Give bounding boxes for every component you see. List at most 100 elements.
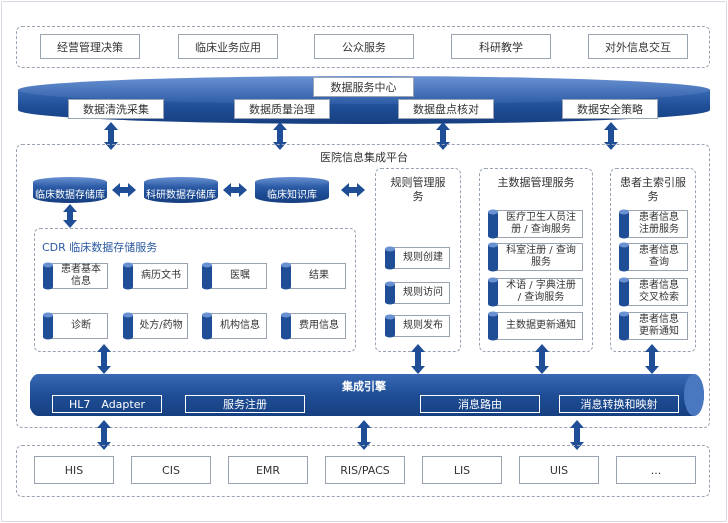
cdr-service-box: [34, 228, 356, 352]
source-system-0[interactable]: HIS: [34, 456, 114, 484]
cdr-item-7-label: 费用信息: [299, 320, 339, 331]
patient-index-item-1-cylinder-icon: [619, 242, 629, 272]
cdr-item-3-cylinder-icon: [281, 262, 291, 290]
engine-message-transform[interactable]: 消息转换和映射: [559, 395, 679, 413]
cdr-item-5-label: 处方/药物: [139, 320, 183, 331]
patient-index-title: 患者主索引服务: [620, 176, 686, 203]
master-data-item-3-label: 主数据更新通知: [506, 320, 576, 331]
clinical-data-repo-cylinder[interactable]: [32, 176, 108, 204]
engine-title: 集成引擎: [342, 380, 386, 393]
arrows-engine-systems: [97, 420, 584, 450]
data-center-item-quality[interactable]: 数据质量治理: [234, 99, 330, 119]
top-item-clinical-apps[interactable]: 临床业务应用: [178, 34, 278, 59]
rule-item-0-label: 规则创建: [403, 252, 443, 263]
patient-index-item-3[interactable]: 患者信息更新通知: [622, 312, 688, 340]
data-center-item-cleaning[interactable]: 数据清洗采集: [68, 99, 164, 119]
arrow-clinical-to-cdr: [63, 204, 77, 228]
rule-item-0-cylinder-icon: [385, 246, 395, 270]
data-center-item-inventory[interactable]: 数据盘点核对: [398, 99, 494, 119]
research-data-repo-cylinder[interactable]: [143, 176, 219, 204]
rule-item-2[interactable]: 规则发布: [388, 315, 450, 337]
source-system-2[interactable]: EMR: [228, 456, 308, 484]
rule-item-1[interactable]: 规则访问: [388, 282, 450, 304]
cdr-item-4-cylinder-icon: [43, 312, 53, 340]
engine-service-registry[interactable]: 服务注册: [185, 395, 305, 413]
engine-message-routing[interactable]: 消息路由: [420, 395, 540, 413]
source-system-6[interactable]: ...: [616, 456, 696, 484]
master-data-item-1-cylinder-icon: [488, 242, 498, 272]
cdr-item-4[interactable]: 诊断: [46, 313, 108, 339]
master-data-item-1-label: 科室注册 / 查询服务: [506, 245, 576, 268]
patient-index-item-3-label: 患者信息更新通知: [639, 314, 679, 337]
cdr-item-1[interactable]: 病历文书: [126, 263, 188, 289]
patient-index-item-3-cylinder-icon: [619, 311, 629, 341]
top-item-public-service[interactable]: 公众服务: [314, 34, 414, 59]
patient-index-item-0-cylinder-icon: [619, 209, 629, 239]
master-data-item-2-label: 术语 / 字典注册 / 查询服务: [506, 280, 576, 303]
rule-item-0[interactable]: 规则创建: [388, 247, 450, 269]
cdr-item-2[interactable]: 医嘱: [205, 263, 267, 289]
master-data-item-2[interactable]: 术语 / 字典注册 / 查询服务: [491, 278, 583, 306]
cdr-item-0-cylinder-icon: [43, 262, 53, 290]
top-item-external-exchange[interactable]: 对外信息交互: [588, 34, 688, 59]
cdr-item-3[interactable]: 结果: [284, 263, 346, 289]
top-item-business-decision[interactable]: 经营管理决策: [40, 34, 140, 59]
rule-item-2-cylinder-icon: [385, 314, 395, 338]
cdr-title: CDR 临床数据存储服务: [42, 241, 158, 254]
patient-index-item-0[interactable]: 患者信息注册服务: [622, 210, 688, 238]
rule-item-2-label: 规则发布: [403, 320, 443, 331]
db-label-clinical: 临床数据存储库: [35, 190, 105, 201]
cdr-item-6-label: 机构信息: [220, 320, 260, 331]
cdr-item-7[interactable]: 费用信息: [284, 313, 346, 339]
engine-hl7-adapter[interactable]: HL7 Adapter: [52, 395, 162, 413]
arrows-platform-engine: [97, 344, 659, 374]
patient-index-item-1[interactable]: 患者信息查询: [622, 243, 688, 271]
source-systems-row: [16, 445, 710, 497]
rule-item-1-cylinder-icon: [385, 281, 395, 305]
master-data-item-1[interactable]: 科室注册 / 查询服务: [491, 243, 583, 271]
top-app-row: [16, 26, 710, 68]
patient-index-item-2[interactable]: 患者信息交叉检索: [622, 278, 688, 306]
source-system-1[interactable]: CIS: [131, 456, 211, 484]
db-label-research: 科研数据存储库: [146, 190, 216, 201]
cdr-item-6[interactable]: 机构信息: [205, 313, 267, 339]
source-system-5[interactable]: UIS: [519, 456, 599, 484]
master-data-item-0-label: 医疗卫生人员注册 / 查询服务: [506, 212, 576, 235]
master-data-title: 主数据管理服务: [497, 176, 575, 189]
master-data-item-2-cylinder-icon: [488, 277, 498, 307]
arrows-db-horizontal: [112, 183, 365, 197]
patient-index-item-2-label: 患者信息交叉检索: [639, 280, 679, 303]
rules-title: 规则管理服务: [390, 176, 446, 203]
cdr-item-7-cylinder-icon: [281, 312, 291, 340]
cdr-item-3-label: 结果: [309, 270, 329, 281]
master-data-item-0[interactable]: 医疗卫生人员注册 / 查询服务: [491, 210, 583, 238]
rule-item-1-label: 规则访问: [403, 287, 443, 298]
platform-title: 医院信息集成平台: [320, 151, 408, 164]
data-center-title: 数据服务中心: [313, 77, 414, 97]
source-system-3[interactable]: RIS/PACS: [325, 456, 405, 484]
cdr-item-4-label: 诊断: [71, 320, 91, 331]
cdr-item-2-label: 医嘱: [230, 270, 250, 281]
source-system-4[interactable]: LIS: [422, 456, 502, 484]
patient-index-item-2-cylinder-icon: [619, 277, 629, 307]
data-center-item-security[interactable]: 数据安全策略: [562, 99, 658, 119]
patient-index-item-0-label: 患者信息注册服务: [639, 212, 679, 235]
cdr-item-6-cylinder-icon: [202, 312, 212, 340]
cdr-item-0[interactable]: 患者基本信息: [46, 263, 108, 289]
master-data-item-3-cylinder-icon: [488, 311, 498, 341]
clinical-knowledge-base-cylinder[interactable]: [254, 176, 330, 204]
cdr-item-5-cylinder-icon: [123, 312, 133, 340]
cdr-item-1-label: 病历文书: [141, 270, 181, 281]
cdr-item-2-cylinder-icon: [202, 262, 212, 290]
patient-index-item-1-label: 患者信息查询: [639, 245, 679, 268]
db-label-knowledge: 临床知识库: [267, 190, 317, 201]
arrows-datacenter-platform: [104, 122, 618, 150]
master-data-item-3[interactable]: 主数据更新通知: [491, 312, 583, 340]
cdr-item-5[interactable]: 处方/药物: [126, 313, 188, 339]
top-item-research[interactable]: 科研教学: [451, 34, 551, 59]
cdr-item-0-label: 患者基本信息: [61, 264, 101, 287]
integration-engine-bar: [30, 374, 704, 416]
cdr-item-1-cylinder-icon: [123, 262, 133, 290]
master-data-item-0-cylinder-icon: [488, 209, 498, 239]
